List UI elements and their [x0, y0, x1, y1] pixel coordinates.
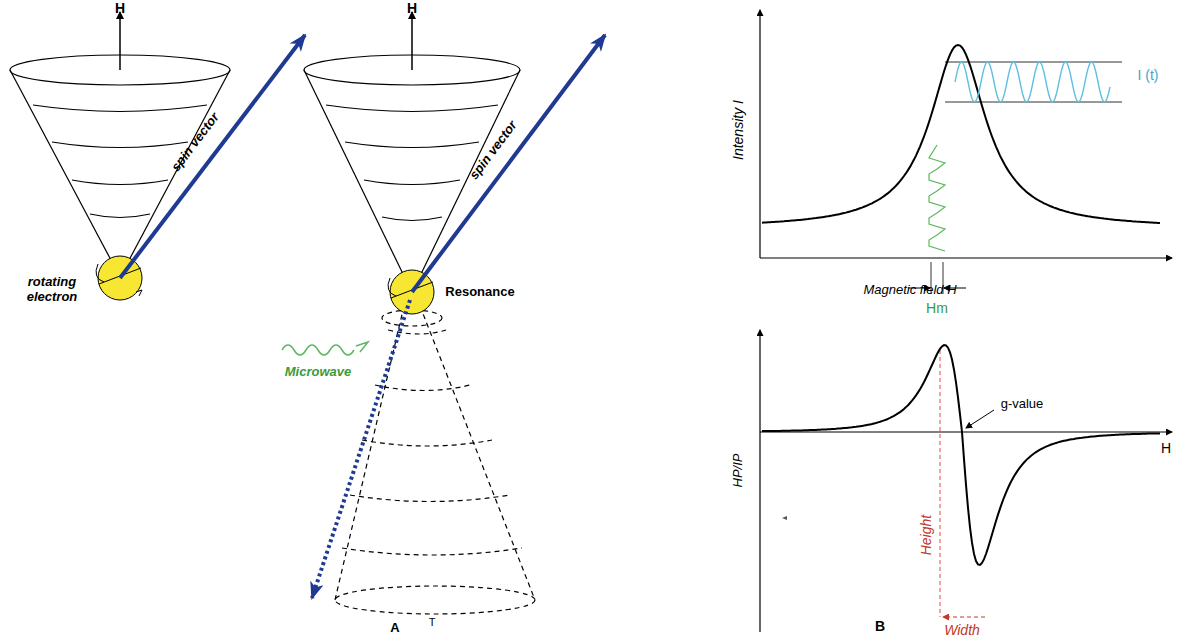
- microwave-label: Microwave: [285, 365, 351, 380]
- field-label: H: [115, 0, 125, 16]
- absorption-curve: [762, 45, 1160, 223]
- height-label: Height: [918, 515, 934, 555]
- signal-wave: [955, 62, 1110, 102]
- axis-label: H: [1161, 440, 1171, 456]
- vector-label: spin vector: [169, 110, 223, 174]
- derivative-curve: [762, 345, 1160, 565]
- electron-label: rotating electron: [18, 275, 86, 305]
- axis-label: Magnetic field H: [863, 283, 956, 298]
- panel-letter: A: [390, 621, 399, 636]
- axis-label: Intensity I: [730, 100, 746, 160]
- resonance-label: Resonance: [445, 285, 514, 300]
- signal-label: I (t): [1138, 67, 1159, 83]
- period-label: T: [429, 616, 436, 629]
- axis-label: HP/IP: [731, 453, 746, 487]
- gvalue-label: g-value: [1001, 397, 1044, 412]
- vector-label: spin vector: [467, 118, 521, 182]
- panel-letter: B: [875, 618, 885, 634]
- width-label: Width: [944, 622, 980, 637]
- field-label: H: [407, 0, 417, 16]
- modulation-label: Hm: [926, 300, 948, 316]
- modulation-zigzag: [929, 145, 945, 251]
